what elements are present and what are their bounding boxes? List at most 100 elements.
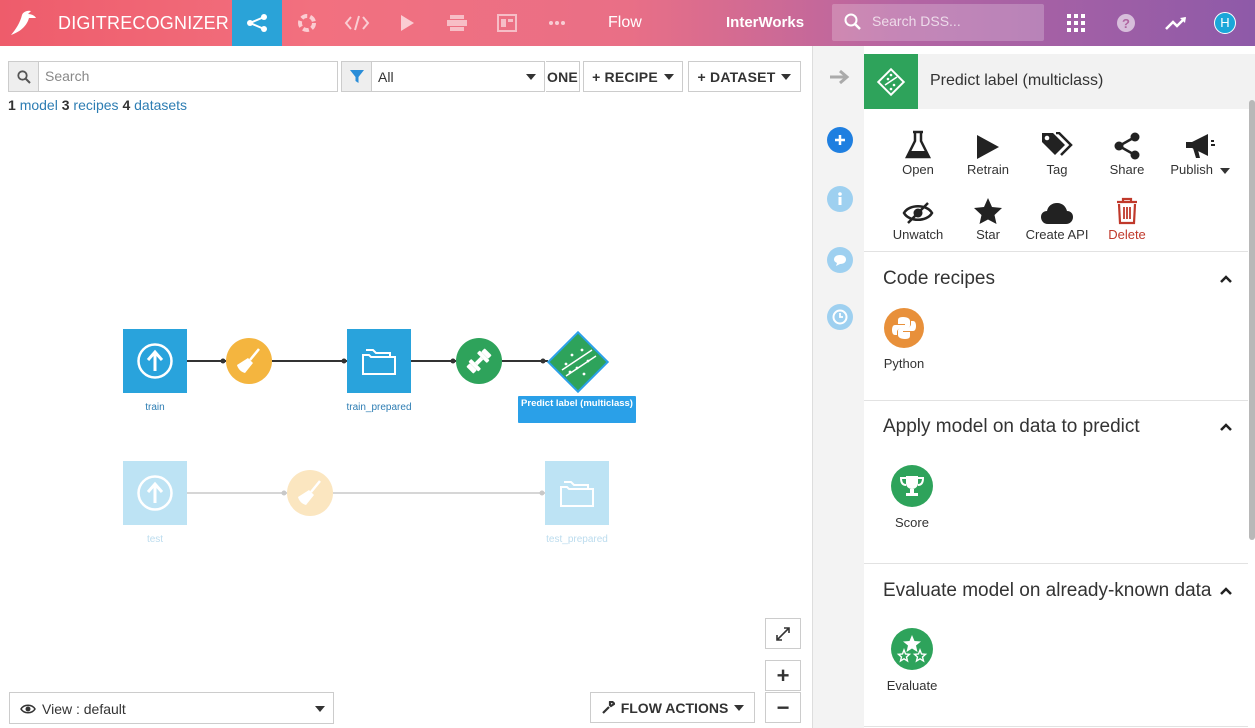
- delete-button-label: Delete: [1108, 227, 1146, 242]
- publish-icon[interactable]: [432, 0, 482, 46]
- dataset-test-prepared-label: test_prepared: [546, 534, 608, 545]
- dataiku-bird-logo[interactable]: [8, 9, 38, 37]
- share-button[interactable]: Share: [1090, 128, 1164, 177]
- score-recipe-button[interactable]: Score: [872, 465, 952, 530]
- evaluate-recipe-label: Evaluate: [886, 678, 938, 693]
- recipes-link[interactable]: recipes: [73, 97, 119, 113]
- tag-button-label: Tag: [1046, 162, 1068, 177]
- model-diamond-icon: [864, 54, 918, 109]
- project-name[interactable]: DIGITRECOGNIZER: [58, 13, 230, 33]
- svg-text:?: ?: [1122, 16, 1130, 31]
- fit-view-button[interactable]: [765, 618, 801, 649]
- dataset-count: 4: [122, 97, 131, 113]
- datasets-link[interactable]: datasets: [134, 97, 188, 113]
- dumbbell-icon: [456, 338, 502, 384]
- open-button[interactable]: Open: [881, 128, 955, 177]
- lab-icon[interactable]: [282, 0, 332, 46]
- search-icon: [844, 13, 861, 30]
- dataset-test-prepared[interactable]: [545, 461, 609, 525]
- panel-title: Predict label (multiclass): [930, 72, 1104, 89]
- prepare-recipe-test[interactable]: [287, 470, 333, 516]
- filter-icon: [342, 62, 372, 91]
- tag-button[interactable]: Tag: [1020, 128, 1094, 177]
- arrow-right-icon[interactable]: [827, 64, 853, 90]
- plus-circle-icon[interactable]: [827, 127, 853, 153]
- model-diamond-icon: [546, 330, 610, 394]
- chevron-up-icon[interactable]: [1219, 586, 1233, 596]
- upload-icon: [123, 329, 187, 393]
- zone-button-label: ONE: [547, 68, 578, 85]
- flow-filter-select[interactable]: All: [341, 61, 545, 92]
- train-recipe[interactable]: [456, 338, 502, 384]
- trophy-icon: [891, 465, 933, 507]
- info-icon[interactable]: [827, 186, 853, 212]
- model-predict-label[interactable]: [544, 328, 612, 401]
- models-link[interactable]: model: [19, 97, 58, 113]
- zoom-in-button[interactable]: +: [765, 660, 801, 691]
- top-nav: DIGITRECOGNIZER Flow InterWorks ? H: [0, 0, 1255, 46]
- flow-search-input[interactable]: [45, 68, 325, 84]
- zoom-out-button[interactable]: −: [765, 692, 801, 723]
- retrain-button[interactable]: Retrain: [951, 128, 1025, 177]
- dataset-test-label: test: [146, 534, 164, 545]
- evaluate-recipe-button[interactable]: Evaluate: [872, 628, 952, 693]
- right-panel-rail: [812, 46, 864, 728]
- play-icon: [977, 135, 999, 159]
- dataset-train[interactable]: [123, 329, 187, 393]
- star-icon: [974, 198, 1002, 224]
- help-icon[interactable]: ?: [1101, 0, 1151, 46]
- flow-tab-label[interactable]: Flow: [608, 14, 642, 31]
- python-recipe-button[interactable]: Python: [864, 308, 944, 371]
- divider: [864, 726, 1248, 727]
- global-search[interactable]: [832, 4, 1044, 41]
- right-panel: Predict label (multiclass) Open Retrain …: [864, 46, 1255, 728]
- python-icon: [884, 308, 924, 348]
- open-button-label: Open: [902, 162, 934, 177]
- publish-button[interactable]: Publish: [1160, 128, 1240, 177]
- flow-search[interactable]: [8, 61, 338, 92]
- model-count: 1: [8, 97, 16, 113]
- panel-scrollbar[interactable]: [1249, 100, 1255, 540]
- add-recipe-label: + RECIPE: [592, 68, 658, 85]
- chevron-down-icon: [526, 74, 536, 80]
- star-button[interactable]: Star: [951, 193, 1025, 242]
- dashboard-icon[interactable]: [482, 0, 532, 46]
- avatar[interactable]: H: [1214, 12, 1236, 34]
- flow-edges: [187, 358, 548, 496]
- org-name[interactable]: InterWorks: [726, 14, 805, 31]
- dataset-test[interactable]: [123, 461, 187, 525]
- retrain-button-label: Retrain: [967, 162, 1009, 177]
- section-title-evaluate-model[interactable]: Evaluate model on already-known data: [883, 580, 1212, 601]
- flow-actions-button[interactable]: FLOW ACTIONS: [590, 692, 755, 723]
- clock-icon[interactable]: [827, 304, 853, 330]
- chevron-up-icon[interactable]: [1219, 274, 1233, 284]
- chevron-up-icon[interactable]: [1219, 422, 1233, 432]
- chevron-down-icon: [1219, 167, 1230, 174]
- flow-canvas[interactable]: All ONE + RECIPE + DATASET 1 model 3 rec…: [0, 46, 812, 728]
- section-title-code-recipes[interactable]: Code recipes: [883, 268, 995, 289]
- view-select[interactable]: View : default: [9, 692, 334, 724]
- run-icon[interactable]: [382, 0, 432, 46]
- discussion-icon[interactable]: [827, 247, 853, 273]
- tags-icon: [1042, 132, 1073, 156]
- add-recipe-button[interactable]: + RECIPE: [583, 61, 683, 92]
- add-dataset-button[interactable]: + DATASET: [688, 61, 801, 92]
- divider: [864, 563, 1248, 564]
- section-title-apply-model[interactable]: Apply model on data to predict: [883, 416, 1140, 437]
- unwatch-button[interactable]: Unwatch: [881, 193, 955, 242]
- code-icon[interactable]: [332, 0, 382, 46]
- prepare-recipe-train[interactable]: [226, 338, 272, 384]
- delete-button[interactable]: Delete: [1090, 193, 1164, 242]
- flow-item-counts: 1 model 3 recipes 4 datasets: [8, 97, 187, 113]
- star-button-label: Star: [976, 227, 1000, 242]
- dataset-train-prepared[interactable]: [347, 329, 411, 393]
- zone-button[interactable]: ONE: [546, 61, 580, 92]
- more-icon[interactable]: [532, 0, 582, 46]
- flow-icon[interactable]: [232, 0, 282, 46]
- activity-icon[interactable]: [1151, 0, 1201, 46]
- broom-icon: [287, 470, 333, 516]
- chevron-down-icon: [315, 706, 325, 712]
- global-search-input[interactable]: [872, 13, 1032, 29]
- create-api-button[interactable]: Create API: [1020, 193, 1094, 242]
- grid-icon[interactable]: [1051, 0, 1101, 46]
